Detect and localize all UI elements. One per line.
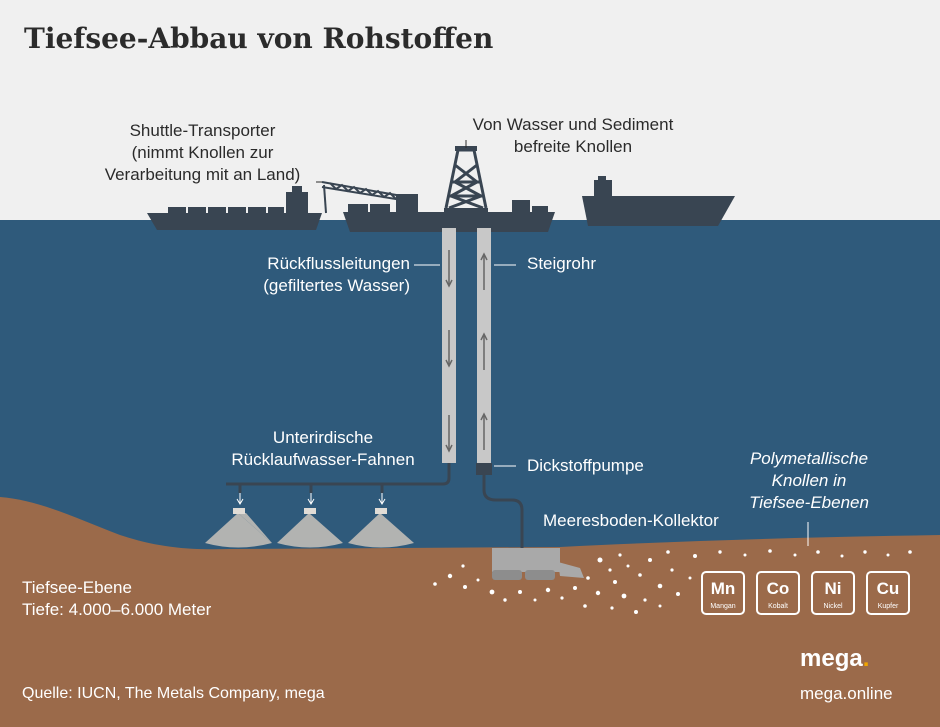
return-water-plumes xyxy=(205,513,414,548)
plain-label-line-1: Tiefsee-Ebene xyxy=(22,578,132,597)
plumes-label-line-1: Unterirdische xyxy=(272,428,374,447)
element-co: Co Kobalt xyxy=(756,571,800,615)
nodules-field xyxy=(433,549,912,614)
sea xyxy=(0,220,940,580)
element-co-name: Kobalt xyxy=(768,603,788,610)
brand-name: mega xyxy=(800,645,863,672)
riser-label: Steigrohr xyxy=(527,254,596,273)
nodules-label-line-3: Tiefsee-Ebenen xyxy=(749,493,869,512)
element-ni-symbol: Ni xyxy=(824,579,842,598)
tanker-ship-icon xyxy=(582,176,735,226)
collector-label: Meeresboden-Kollektor xyxy=(543,511,719,530)
freed-nodules-label-line-2: befreite Knollen xyxy=(513,137,633,156)
flow-arrows xyxy=(445,250,488,453)
derrick-icon xyxy=(444,148,488,210)
source-credit: Quelle: IUCN, The Metals Company, mega xyxy=(22,685,325,702)
element-mn-name: Mangan xyxy=(710,603,736,610)
page-title: Tiefsee-Abbau von Rohstoffen xyxy=(24,22,494,55)
leader-lines xyxy=(414,264,809,546)
plumes-label: Unterirdische Rücklaufwasser-Fahnen xyxy=(213,427,433,471)
plain-label-line-2: Tiefe: 4.000–6.000 Meter xyxy=(22,600,212,619)
brand-dot: . xyxy=(862,645,870,672)
seafloor xyxy=(0,497,940,727)
crane-icon xyxy=(321,181,403,214)
slurry-pump-icon xyxy=(476,463,492,475)
plumes-label-line-2: Rücklaufwasser-Fahnen xyxy=(231,450,415,469)
element-mn: Mn Mangan xyxy=(701,571,745,615)
element-co-symbol: Co xyxy=(766,579,790,598)
seafloor-collector-icon xyxy=(492,548,584,580)
nodules-label-line-1: Polymetallische xyxy=(749,449,869,468)
return-lines-label-line-2: (gefiltertes Wasser) xyxy=(263,276,410,295)
return-lines-label-line-1: Rückflussleitungen xyxy=(267,254,410,273)
plain-label: Tiefsee-Ebene Tiefe: 4.000–6.000 Meter xyxy=(22,577,211,621)
brand-url[interactable]: mega.online xyxy=(800,684,893,703)
element-cu-name: Kupfer xyxy=(877,603,899,610)
pump-label: Dickstoffpumpe xyxy=(527,456,644,475)
shuttle-ship-icon xyxy=(147,186,322,230)
nodules-label-line-2: Knollen in xyxy=(771,471,847,490)
shuttle-label-line-3: Verarbeitung mit an Land) xyxy=(104,165,301,184)
element-mn-symbol: Mn xyxy=(710,579,736,598)
platform-ship-icon xyxy=(343,194,555,232)
brand-logo: mega. xyxy=(800,645,869,673)
shuttle-label-line-1: Shuttle-Transporter xyxy=(129,121,276,140)
shuttle-label-line-2: (nimmt Knollen zur xyxy=(131,143,274,162)
return-lines-label: Rückflussleitungen (gefiltertes Wasser) xyxy=(220,253,410,297)
element-ni-name: Nickel xyxy=(823,603,843,610)
element-cu: Cu Kupfer xyxy=(866,571,910,615)
element-ni: Ni Nickel xyxy=(811,571,855,615)
freed-nodules-label-line-1: Von Wasser und Sediment xyxy=(472,115,674,134)
shuttle-label: Shuttle-Transporter (nimmt Knollen zur V… xyxy=(100,120,305,186)
freed-nodules-label: Von Wasser und Sediment befreite Knollen xyxy=(455,114,691,158)
nodules-label: Polymetallische Knollen in Tiefsee-Ebene… xyxy=(730,448,888,514)
element-cu-symbol: Cu xyxy=(876,579,900,598)
